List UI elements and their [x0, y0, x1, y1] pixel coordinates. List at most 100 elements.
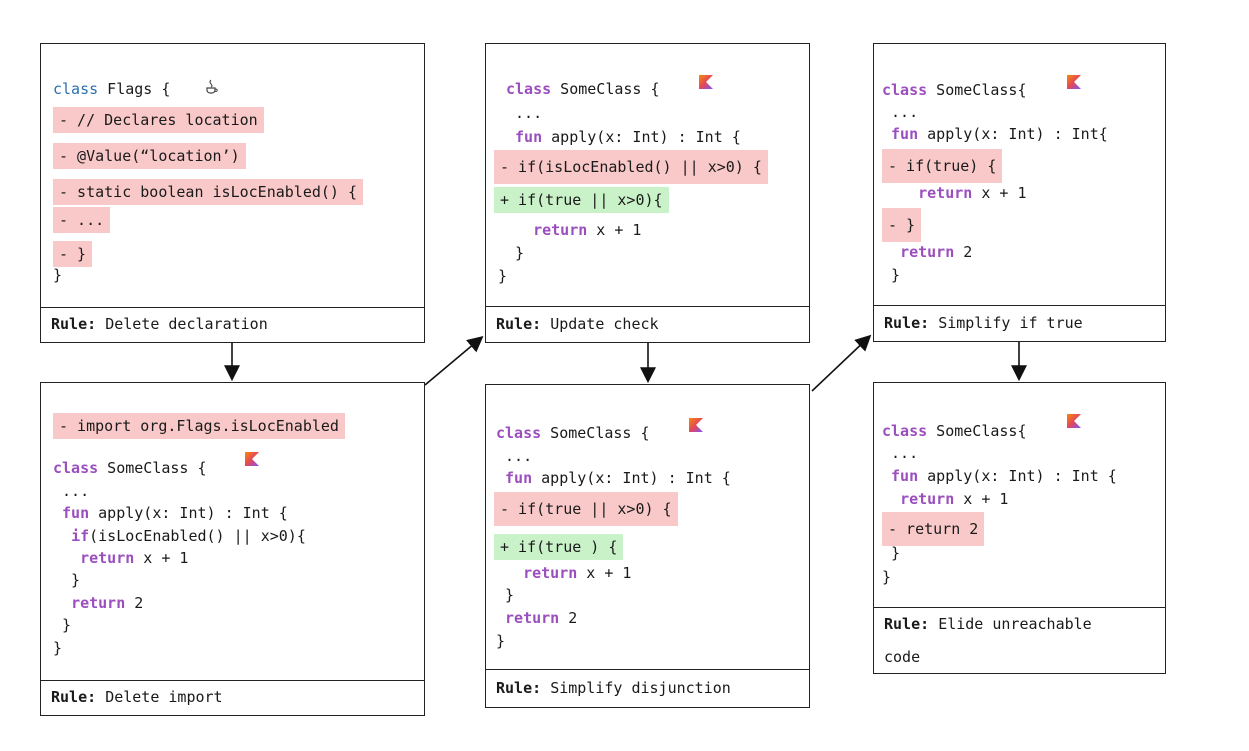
keyword: return — [505, 609, 560, 627]
code-line: return 2 — [876, 239, 978, 265]
removed-line: - } — [882, 208, 922, 242]
keyword: fun — [515, 128, 543, 146]
arrow-p2-to-p3 — [424, 335, 484, 386]
rule-text: Simplify disjunction — [550, 679, 731, 697]
kotlin-logo-icon — [699, 75, 713, 89]
arrow-p4-to-p5 — [811, 334, 872, 392]
keyword: class — [506, 80, 552, 98]
removed-line: - // Declares location — [53, 107, 264, 133]
code-text — [496, 564, 523, 582]
removed-line: - if(isLocEnabled() || x>0) { — [494, 150, 768, 184]
keyword: if — [71, 527, 90, 545]
keyword: class — [496, 424, 542, 442]
code-line: } — [53, 266, 63, 284]
removed-line: - import org.Flags.isLocEnabled — [53, 413, 345, 439]
code-text — [882, 125, 891, 143]
keyword: fun — [505, 469, 533, 487]
code-line: return x + 1 — [490, 560, 637, 586]
code-text: apply(x: Int) : Int { — [532, 469, 731, 487]
code-line: if(isLocEnabled() || x>0){ — [47, 523, 312, 549]
code-line: class SomeClass{ — [876, 418, 1033, 444]
keyword: fun — [62, 504, 90, 522]
code-text — [506, 221, 533, 239]
keyword: return — [918, 184, 973, 202]
keyword: return — [533, 221, 588, 239]
code-line: fun apply(x: Int) : Int{ — [876, 121, 1114, 147]
code-line: class SomeClass{ — [876, 77, 1033, 103]
rule-caption: Rule: Delete declaration — [41, 307, 424, 342]
code-text: SomeClass{ — [927, 422, 1027, 440]
code-text: SomeClass { — [551, 80, 660, 98]
code-line: class Flags { — [47, 76, 176, 102]
kotlin-logo-icon — [689, 418, 703, 432]
rule-caption: Rule: Delete import — [41, 680, 424, 715]
keyword: fun — [891, 125, 919, 143]
added-line: + if(true || x>0){ — [494, 187, 669, 213]
keyword: fun — [891, 467, 919, 485]
rule-text: Update check — [550, 315, 659, 333]
panel-delete-declaration: class Flags { - // Declares location - @… — [40, 43, 425, 343]
code-line: } — [53, 571, 81, 589]
keyword: return — [80, 549, 135, 567]
code-line: return 2 — [490, 605, 583, 631]
code-text: SomeClass{ — [927, 81, 1027, 99]
panel-simplify-if-true: class SomeClass{ ... fun apply(x: Int) :… — [873, 43, 1166, 342]
rule-label: Rule: — [884, 314, 930, 332]
code-text: x + 1 — [577, 564, 632, 582]
kotlin-logo-icon — [245, 452, 259, 466]
removed-line: - return 2 — [882, 512, 985, 546]
code-line: fun apply(x: Int) : Int { — [490, 465, 737, 491]
keyword: return — [523, 564, 578, 582]
code-text — [53, 549, 80, 567]
rule-text: Elide unreachable — [938, 615, 1092, 633]
code-text: Flags { — [98, 80, 171, 98]
rule-label: Rule: — [496, 679, 542, 697]
code-line: class SomeClass { — [490, 420, 656, 446]
code-line: ... — [882, 444, 919, 462]
code-text — [53, 504, 62, 522]
code-line: return x + 1 — [500, 217, 647, 243]
rule-line-1: Rule: Elide unreachable — [884, 608, 1155, 641]
rule-caption: Rule: Elide unreachable code — [874, 607, 1165, 673]
code-line: ... — [496, 447, 533, 465]
code-text: x + 1 — [972, 184, 1027, 202]
code-text: apply(x: Int) : Int { — [89, 504, 288, 522]
code-line: class SomeClass { — [47, 455, 213, 481]
code-text: SomeClass { — [541, 424, 650, 442]
code-line: class SomeClass { — [500, 76, 666, 102]
code-text — [882, 490, 900, 508]
code-line: ... — [882, 103, 919, 121]
removed-line: - ... — [53, 207, 111, 233]
code-line: } — [882, 544, 901, 562]
removed-line: - static boolean isLocEnabled() { — [53, 179, 364, 205]
code-text: SomeClass { — [98, 459, 207, 477]
panel-simplify-disjunction: class SomeClass { ... fun apply(x: Int) … — [485, 384, 810, 708]
code-line: } — [506, 244, 525, 262]
code-text: 2 — [125, 594, 144, 612]
code-text — [882, 467, 891, 485]
removed-line: - @Value(“location’) — [53, 143, 246, 169]
code-line: } — [882, 568, 892, 586]
rule-text: Delete declaration — [105, 315, 268, 333]
rule-label: Rule: — [51, 315, 97, 333]
rule-text: Delete import — [105, 688, 223, 706]
keyword: class — [53, 80, 99, 98]
code-text: x + 1 — [134, 549, 189, 567]
code-line: return x + 1 — [876, 180, 1033, 206]
code-line: } — [496, 586, 515, 604]
keyword: return — [900, 243, 955, 261]
code-text — [882, 243, 900, 261]
keyword: class — [882, 81, 928, 99]
code-text — [496, 469, 505, 487]
rule-caption: Rule: Simplify disjunction — [486, 669, 809, 707]
code-text: x + 1 — [587, 221, 642, 239]
keyword: class — [882, 422, 928, 440]
rule-caption: Rule: Simplify if true — [874, 305, 1165, 341]
java-logo-icon — [206, 79, 218, 94]
rule-caption: Rule: Update check — [486, 306, 809, 342]
code-text — [53, 594, 71, 612]
rule-label: Rule: — [496, 315, 542, 333]
keyword: class — [53, 459, 99, 477]
kotlin-logo-icon — [1067, 75, 1081, 89]
